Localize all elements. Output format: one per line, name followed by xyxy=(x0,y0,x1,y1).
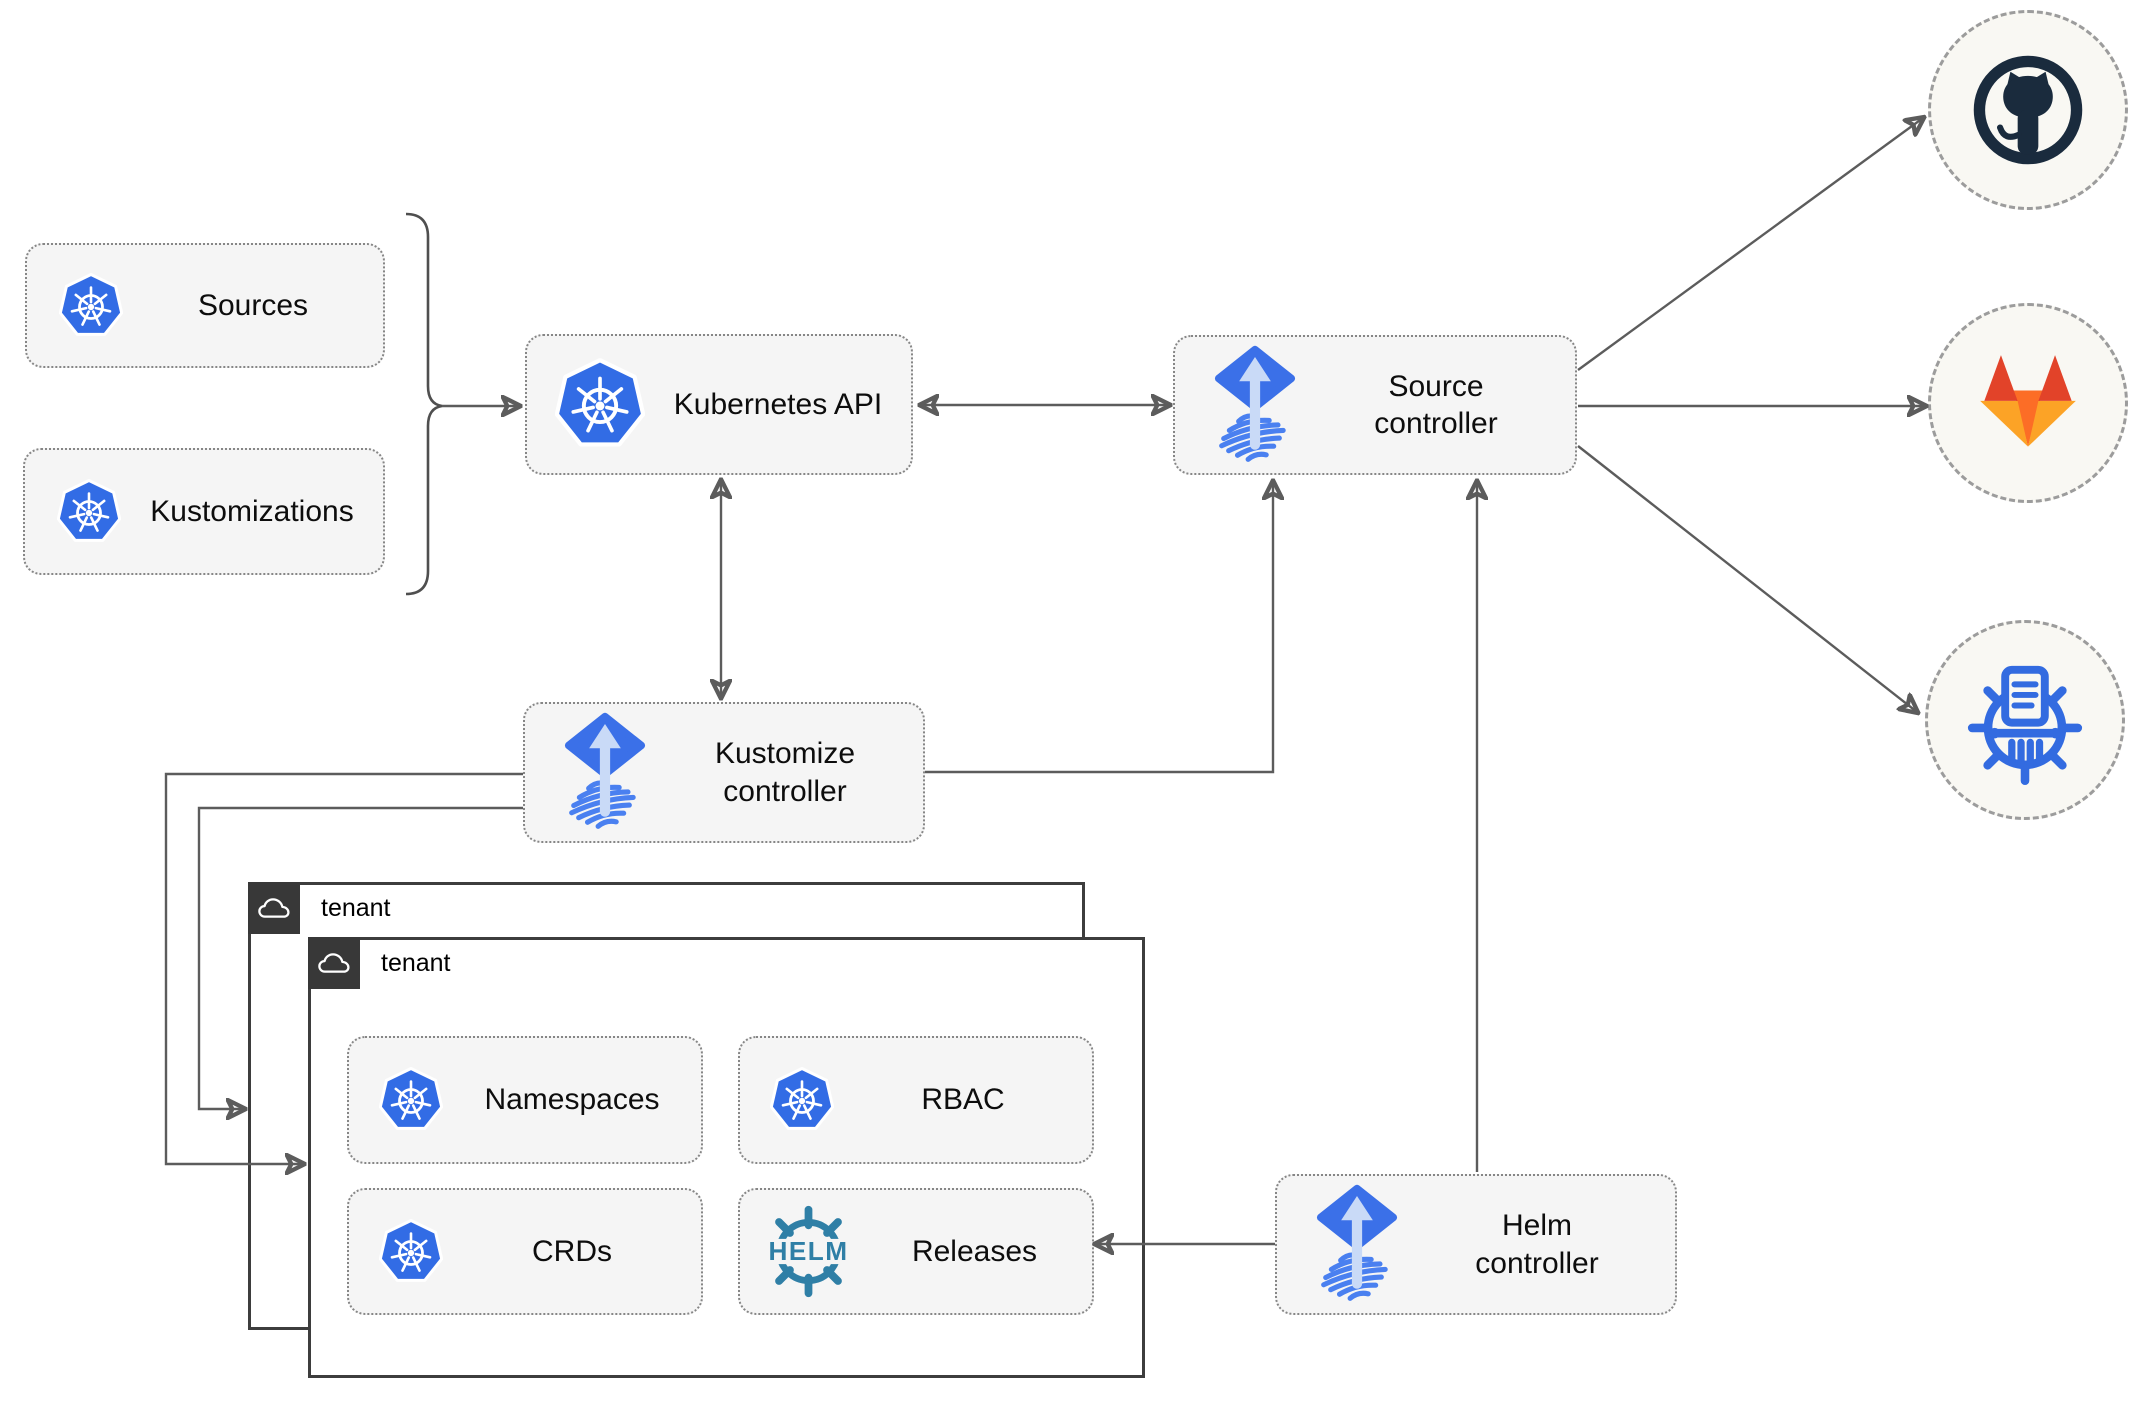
cloud-icon xyxy=(257,895,291,921)
flux-icon xyxy=(563,711,647,834)
node-crds: CRDs xyxy=(347,1188,703,1315)
helm-icon: HELM xyxy=(760,1203,857,1300)
node-label: RBAC xyxy=(921,1083,1005,1117)
node-label: Namespaces xyxy=(484,1083,660,1117)
node-releases: HELM Releases xyxy=(738,1188,1094,1315)
edge-source-controller-to-github xyxy=(1577,118,1923,371)
kubernetes-icon xyxy=(555,358,645,451)
gitlab-fox-icon xyxy=(1976,355,2080,451)
node-label: Kubernetes API xyxy=(673,387,883,421)
tenant-container-front: tenant Namespaces RBAC CRDs xyxy=(308,937,1145,1378)
node-rbac: RBAC xyxy=(738,1036,1094,1164)
node-kubernetes-api: Kubernetes API xyxy=(525,334,913,475)
remote-chart-repository xyxy=(1925,620,2125,820)
tenant-label: tenant xyxy=(321,893,391,922)
node-label: Sources xyxy=(197,288,309,322)
remote-gitlab xyxy=(1928,303,2128,503)
kubernetes-icon xyxy=(770,1067,834,1133)
node-kustomizations: Kustomizations xyxy=(23,448,385,575)
node-namespaces: Namespaces xyxy=(347,1036,703,1164)
chart-repository-icon xyxy=(1959,654,2091,786)
tenant-badge xyxy=(308,937,360,989)
flux-icon xyxy=(1213,344,1297,467)
node-kustomize-controller: Kustomize controller xyxy=(523,702,925,843)
flux-icon xyxy=(1315,1183,1399,1306)
kubernetes-icon xyxy=(57,479,121,545)
kubernetes-icon xyxy=(379,1067,443,1133)
kubernetes-icon xyxy=(59,273,123,339)
tenant-badge xyxy=(248,882,300,934)
node-sources: Sources xyxy=(25,243,385,368)
node-source-controller: Source controller xyxy=(1173,335,1577,475)
tenant-label: tenant xyxy=(381,948,451,977)
node-label: Kustomizations xyxy=(150,494,354,528)
kubernetes-icon xyxy=(379,1219,443,1285)
remote-github xyxy=(1928,10,2128,210)
helm-logo-text: HELM xyxy=(768,1236,848,1266)
node-helm-controller: Helm controller xyxy=(1275,1174,1677,1315)
edge-kustomize-controller-to-source-controller xyxy=(925,482,1273,774)
node-label: CRDs xyxy=(532,1234,612,1268)
edge-source-controller-to-chart-repository xyxy=(1577,445,1917,712)
node-label: Releases xyxy=(911,1234,1038,1268)
node-label: Source controller xyxy=(1374,369,1498,441)
github-octocat-icon xyxy=(1966,48,2090,172)
node-label: Kustomize controller xyxy=(714,737,856,808)
node-label: Helm controller xyxy=(1475,1209,1599,1280)
cloud-icon xyxy=(317,950,351,976)
bracket-sources-group xyxy=(405,212,443,596)
